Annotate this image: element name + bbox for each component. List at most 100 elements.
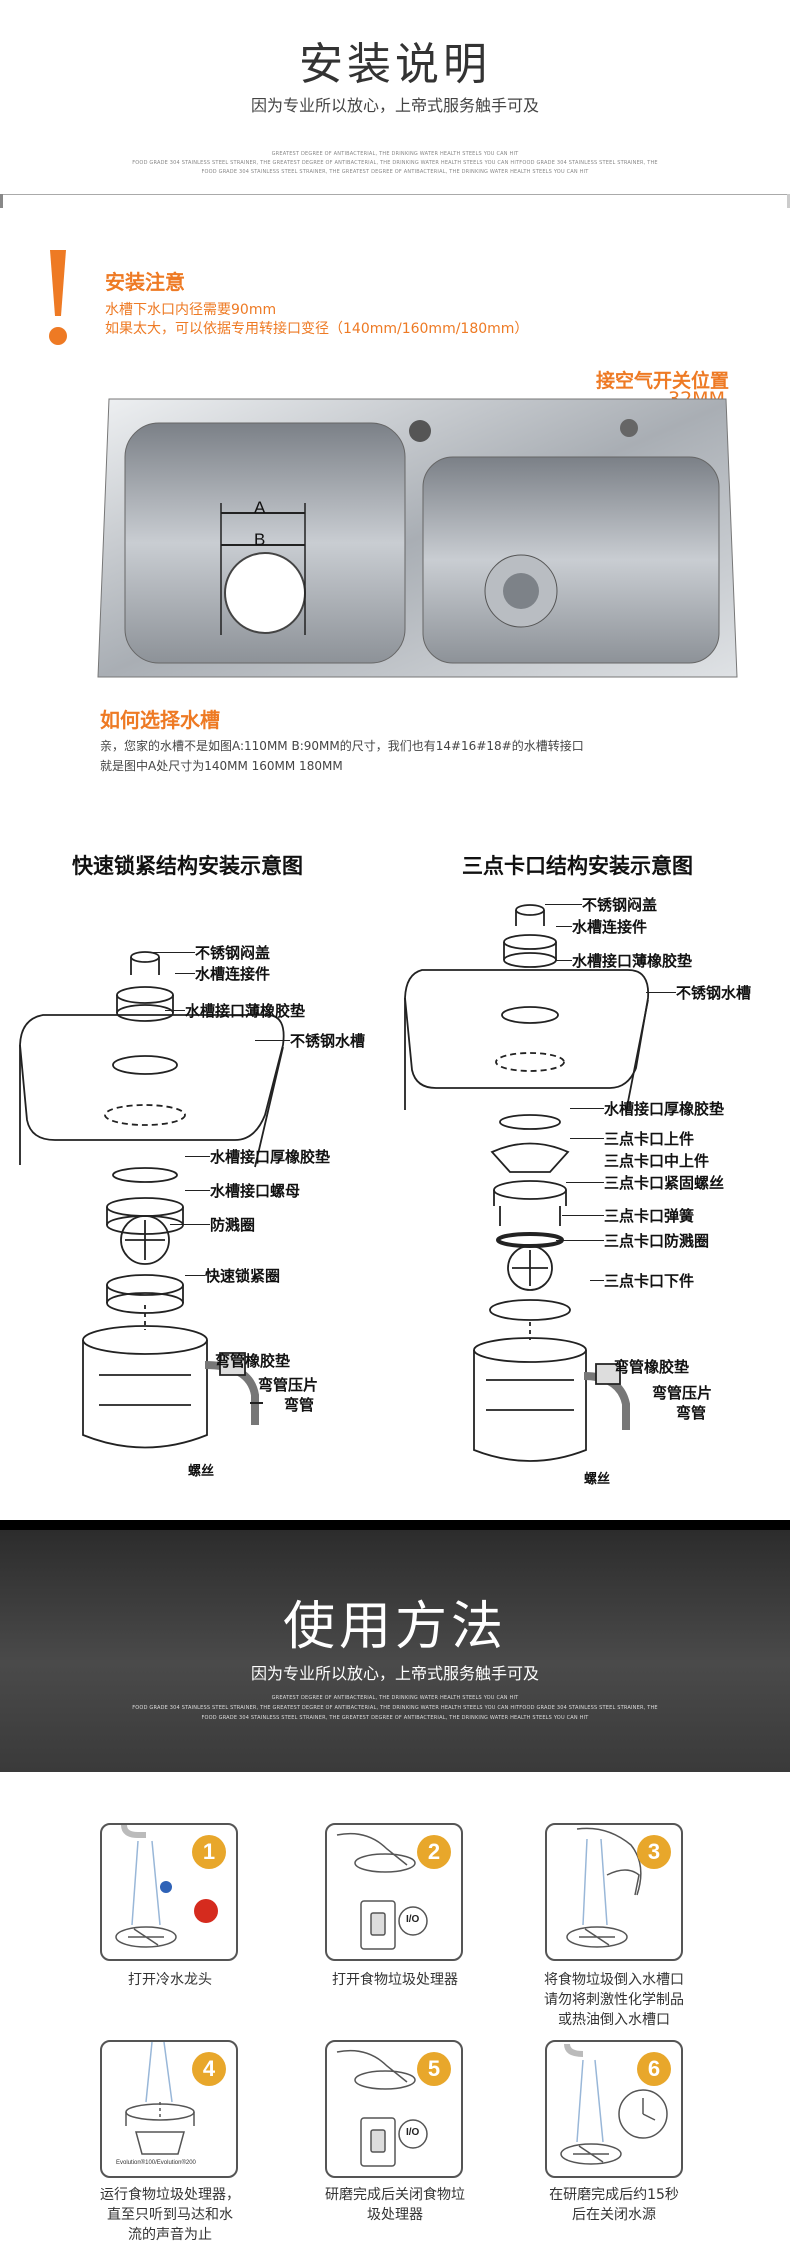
- food-waste-icon: [566, 1827, 642, 1948]
- right-label-screw: 螺丝: [584, 1472, 611, 1487]
- diagram-left-title: 快速锁紧结构安装示意图: [72, 854, 303, 878]
- right-leader-2: [556, 926, 572, 927]
- install-subtitle: 因为专业所以放心，上帝式服务触手可及: [250, 96, 539, 115]
- right-label-elbow-gasket: 弯管橡胶垫: [614, 1358, 690, 1376]
- left-label-elbow: 弯管: [284, 1396, 315, 1414]
- right-label-spring: 三点卡口弹簧: [604, 1207, 695, 1225]
- double-sink-image: [95, 395, 740, 689]
- exclamation-icon: [47, 248, 69, 352]
- right-leader-4: [646, 992, 676, 993]
- right-label-lower: 三点卡口下件: [604, 1272, 695, 1290]
- left-label-thin-gasket: 水槽接口薄橡胶垫: [185, 1002, 306, 1020]
- step-5-switch-label: I/O: [406, 2127, 420, 2138]
- step-2-switch-label: I/O: [406, 1914, 420, 1925]
- label-b: B: [254, 530, 266, 549]
- right-label-mid-upper: 三点卡口中上件: [604, 1152, 710, 1170]
- right-label-thick-gasket: 水槽接口厚橡胶垫: [604, 1100, 725, 1118]
- step-2-badge: 2: [417, 1835, 451, 1869]
- notice-line-1: 水槽下水口内径需要90mm: [105, 302, 277, 318]
- left-leader-1: [150, 952, 195, 953]
- choose-line-1: 亲，您家的水槽不是如图A:110MM B:90MM的尺寸，我们也有14#16#1…: [100, 739, 584, 753]
- left-label-nut: 水槽接口螺母: [210, 1182, 301, 1200]
- left-label-lock-ring: 快速锁紧圈: [205, 1267, 281, 1285]
- air-switch-label: 接空气开关位置: [596, 370, 730, 392]
- install-fine-1: GREATEST DEGREE OF ANTIBACTERIAL, THE DR…: [271, 151, 519, 157]
- disposer-running-icon: [125, 2042, 195, 2155]
- right-label-screw-fix: 三点卡口紧固螺丝: [604, 1174, 725, 1192]
- step-4-badge: 4: [192, 2052, 226, 2086]
- right-label-sink: 不锈钢水槽: [676, 984, 752, 1002]
- usage-fine-1: GREATEST DEGREE OF ANTIBACTERIAL, THE DR…: [271, 1695, 519, 1701]
- left-leader-2: [175, 973, 195, 974]
- left-leader-7: [170, 1224, 210, 1225]
- left-label-thick-gasket: 水槽接口厚橡胶垫: [210, 1148, 331, 1166]
- left-label-connector: 水槽连接件: [195, 965, 271, 983]
- step-5-badge: 5: [417, 2052, 451, 2086]
- left-label-splash: 防溅圈: [210, 1216, 256, 1234]
- usage-subtitle: 因为专业所以放心，上帝式服务触手可及: [250, 1664, 539, 1683]
- three-point-diagram: [400, 890, 660, 1494]
- step-1-caption: 打开冷水龙头: [128, 1972, 212, 1988]
- right-label-elbow-plate: 弯管压片: [652, 1384, 713, 1402]
- right-leader-9: [556, 1240, 604, 1241]
- step-6-caption: 在研磨完成后约15秒 后在关闭水源: [549, 2187, 679, 2223]
- right-leader-5: [570, 1108, 604, 1109]
- right-leader-7: [566, 1182, 604, 1183]
- usage-band: [0, 1530, 790, 1772]
- step-4-caption: 运行食物垃圾处理器， 直至只听到马达和水 流的声音为止: [100, 2187, 240, 2243]
- step-4-card: Evolution®100/Evolution®200 4: [100, 2040, 238, 2178]
- left-label-elbow-gasket: 弯管橡胶垫: [215, 1352, 291, 1370]
- section-divider: [0, 194, 790, 208]
- left-leader-8: [185, 1275, 205, 1276]
- step-3-card: 3: [545, 1823, 683, 1961]
- left-label-screw: 螺丝: [188, 1464, 215, 1479]
- step-1-badge: 1: [192, 1835, 226, 1869]
- right-label-upper: 三点卡口上件: [604, 1130, 695, 1148]
- right-label-elbow: 弯管: [676, 1404, 707, 1422]
- step-2-caption: 打开食物垃圾处理器: [332, 1972, 458, 1988]
- step-4-model-text: Evolution®100/Evolution®200: [116, 2160, 196, 2166]
- band-top-edge: [0, 1520, 790, 1530]
- right-leader-10: [590, 1280, 604, 1281]
- install-title: 安装说明: [299, 39, 491, 90]
- right-label-thin-gasket: 水槽接口薄橡胶垫: [572, 952, 693, 970]
- right-label-splash: 三点卡口防溅圈: [604, 1232, 710, 1250]
- choose-heading: 如何选择水槽: [100, 708, 220, 732]
- notice-heading: 安装注意: [105, 270, 185, 294]
- usage-fine-3: FOOD GRADE 304 STAINLESS STEEL STRAINER,…: [201, 1715, 589, 1721]
- diagram-right-title: 三点卡口结构安装示意图: [462, 854, 693, 878]
- right-label-cap: 不锈钢闷盖: [582, 896, 658, 914]
- left-label-cap: 不锈钢闷盖: [195, 944, 271, 962]
- step-1-card: 1: [100, 1823, 238, 1961]
- right-leader-8: [562, 1215, 604, 1216]
- left-leader-3: [165, 1010, 185, 1011]
- faucet-icon: [115, 1825, 218, 1948]
- right-label-connector: 水槽连接件: [572, 918, 648, 936]
- choose-line-2: 就是图中A处尺寸为140MM 160MM 180MM: [100, 759, 343, 773]
- hand-press-icon: [336, 1832, 428, 1950]
- step-3-caption: 将食物垃圾倒入水槽口 请勿将刺激性化学制品 或热油倒入水槽口: [544, 1972, 684, 2028]
- usage-fine-2: FOOD GRADE 304 STAINLESS STEEL STRAINER,…: [132, 1705, 658, 1711]
- step-5-card: I/O 5: [325, 2040, 463, 2178]
- left-label-elbow-plate: 弯管压片: [258, 1376, 319, 1394]
- notice-line-2: 如果太大，可以依据专用转接口变径（140mm/160mm/180mm）: [105, 321, 529, 337]
- step-5-caption: 研磨完成后关闭食物垃 圾处理器: [325, 2187, 465, 2223]
- install-fine-3: FOOD GRADE 304 STAINLESS STEEL STRAINER,…: [201, 169, 589, 175]
- step-6-badge: 6: [637, 2052, 671, 2086]
- left-label-sink: 不锈钢水槽: [290, 1032, 366, 1050]
- clock-faucet-icon: [560, 2043, 668, 2165]
- left-leader-4: [255, 1040, 290, 1041]
- usage-title: 使用方法: [282, 1597, 507, 1657]
- switch-off-icon: [336, 2049, 428, 2167]
- right-leader-6: [570, 1138, 604, 1139]
- left-leader-6: [185, 1190, 210, 1191]
- label-a: A: [254, 498, 266, 517]
- quick-lock-diagram: [15, 935, 315, 1499]
- left-leader-5: [185, 1156, 210, 1157]
- install-fine-2: FOOD GRADE 304 STAINLESS STEEL STRAINER,…: [132, 160, 658, 166]
- step-3-badge: 3: [637, 1835, 671, 1869]
- step-2-card: I/O 2: [325, 1823, 463, 1961]
- right-leader-1: [545, 904, 582, 905]
- step-6-card: 6: [545, 2040, 683, 2178]
- right-leader-3: [556, 960, 572, 961]
